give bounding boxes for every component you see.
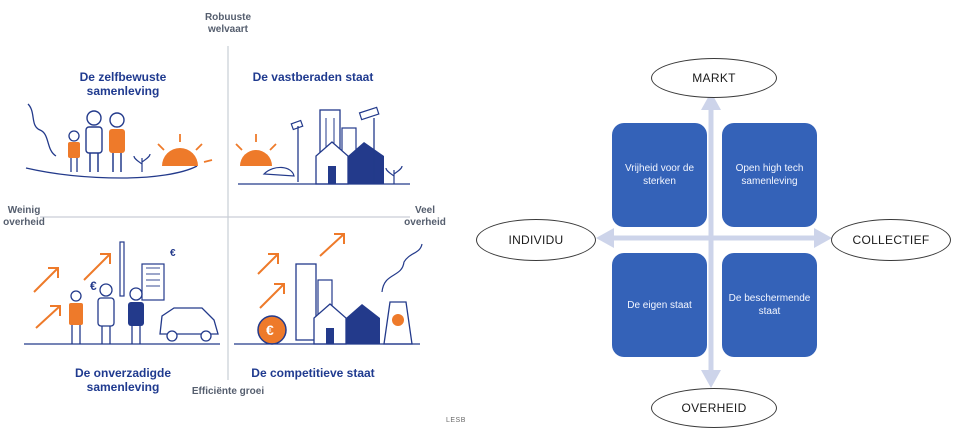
axis-top-label: Robuuste welvaart [204,12,252,35]
quadrant-title-bottom-left: De onverzadigde samenleving [74,366,172,394]
axis-bottom-label: Efficiënte groei [191,386,265,397]
box-bottom-left: De eigen staat [612,253,707,357]
axis-right-label: Veel overheid [404,205,446,228]
oval-overheid: OVERHEID [651,388,777,428]
people-growth-illustration: € € [24,241,220,345]
euro-symbol-left: € [90,279,97,293]
quadrant-title-bottom-right: De competitieve staat [251,366,375,380]
cross-arrows [596,92,832,388]
box-bottom-right: De beschermende staat [722,253,817,357]
box-top-right: Open high tech samenleving [722,123,817,227]
quadrant-title-top-left: De zelfbewuste samenleving [79,70,167,98]
oval-individu: INDIVIDU [476,219,596,261]
competitive-state-illustration: € [234,233,423,345]
euro-symbol-right: € [170,248,176,259]
oval-collectief: COLLECTIEF [831,219,951,261]
quadrant-axes [40,46,410,380]
box-top-left: Vrijheid voor de sterken [612,123,707,227]
family-sun-illustration [25,103,213,179]
quadrant-title-top-right: De vastberaden staat [252,70,374,84]
city-sun-illustration [235,106,410,185]
axis-left-label: Weinig overheid [3,205,45,228]
footer-source-label: LESB [446,417,466,424]
oval-markt: MARKT [651,58,777,98]
euro-coin-symbol: € [266,322,274,338]
